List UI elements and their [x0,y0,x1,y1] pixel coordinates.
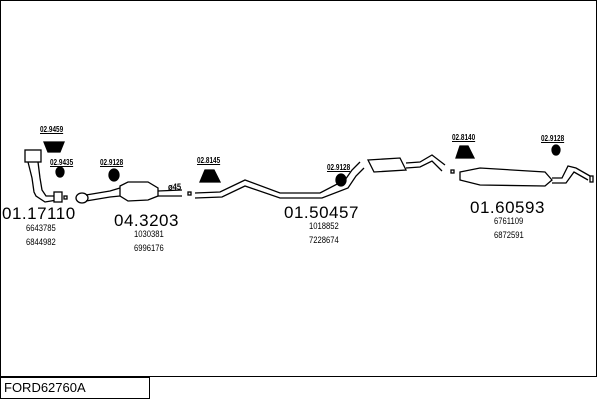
accessory-ref: 02.9128 [327,163,351,172]
part-number: 04.3203 [114,211,179,230]
oe-number: 6844982 [26,237,56,247]
accessory-ref: 02.9459 [40,125,64,134]
part-number: 01.60593 [470,198,545,217]
middle-silencer-01-50457 [194,154,446,199]
diagram-title: FORD62760A [0,377,150,399]
oe-number: 7228674 [309,235,339,245]
accessory-ref: 02.9128 [541,134,565,143]
oe-number: 6643785 [26,223,56,233]
oe-number: 6761109 [494,216,524,226]
hangers [43,141,561,187]
accessory-ref: 02.9435 [50,158,74,167]
oe-number: 1018852 [309,221,339,231]
oe-number: 6872591 [494,230,524,240]
part-number: 01.17110 [2,204,76,223]
accessory-ref: 02.8140 [452,133,476,142]
accessory-ref: 02.8145 [197,156,221,165]
diameter-label: ø45 [168,182,182,192]
rear-silencer-01-60593 [450,165,594,187]
oe-number: 6996176 [134,243,164,253]
oe-number: 1030381 [134,229,164,239]
diagram-frame [0,0,597,377]
front-pipe-01-17110 [24,149,68,203]
accessory-ref: 02.9128 [100,158,124,167]
part-number: 01.50457 [284,203,359,222]
catalyst-04-3203 [75,181,192,204]
